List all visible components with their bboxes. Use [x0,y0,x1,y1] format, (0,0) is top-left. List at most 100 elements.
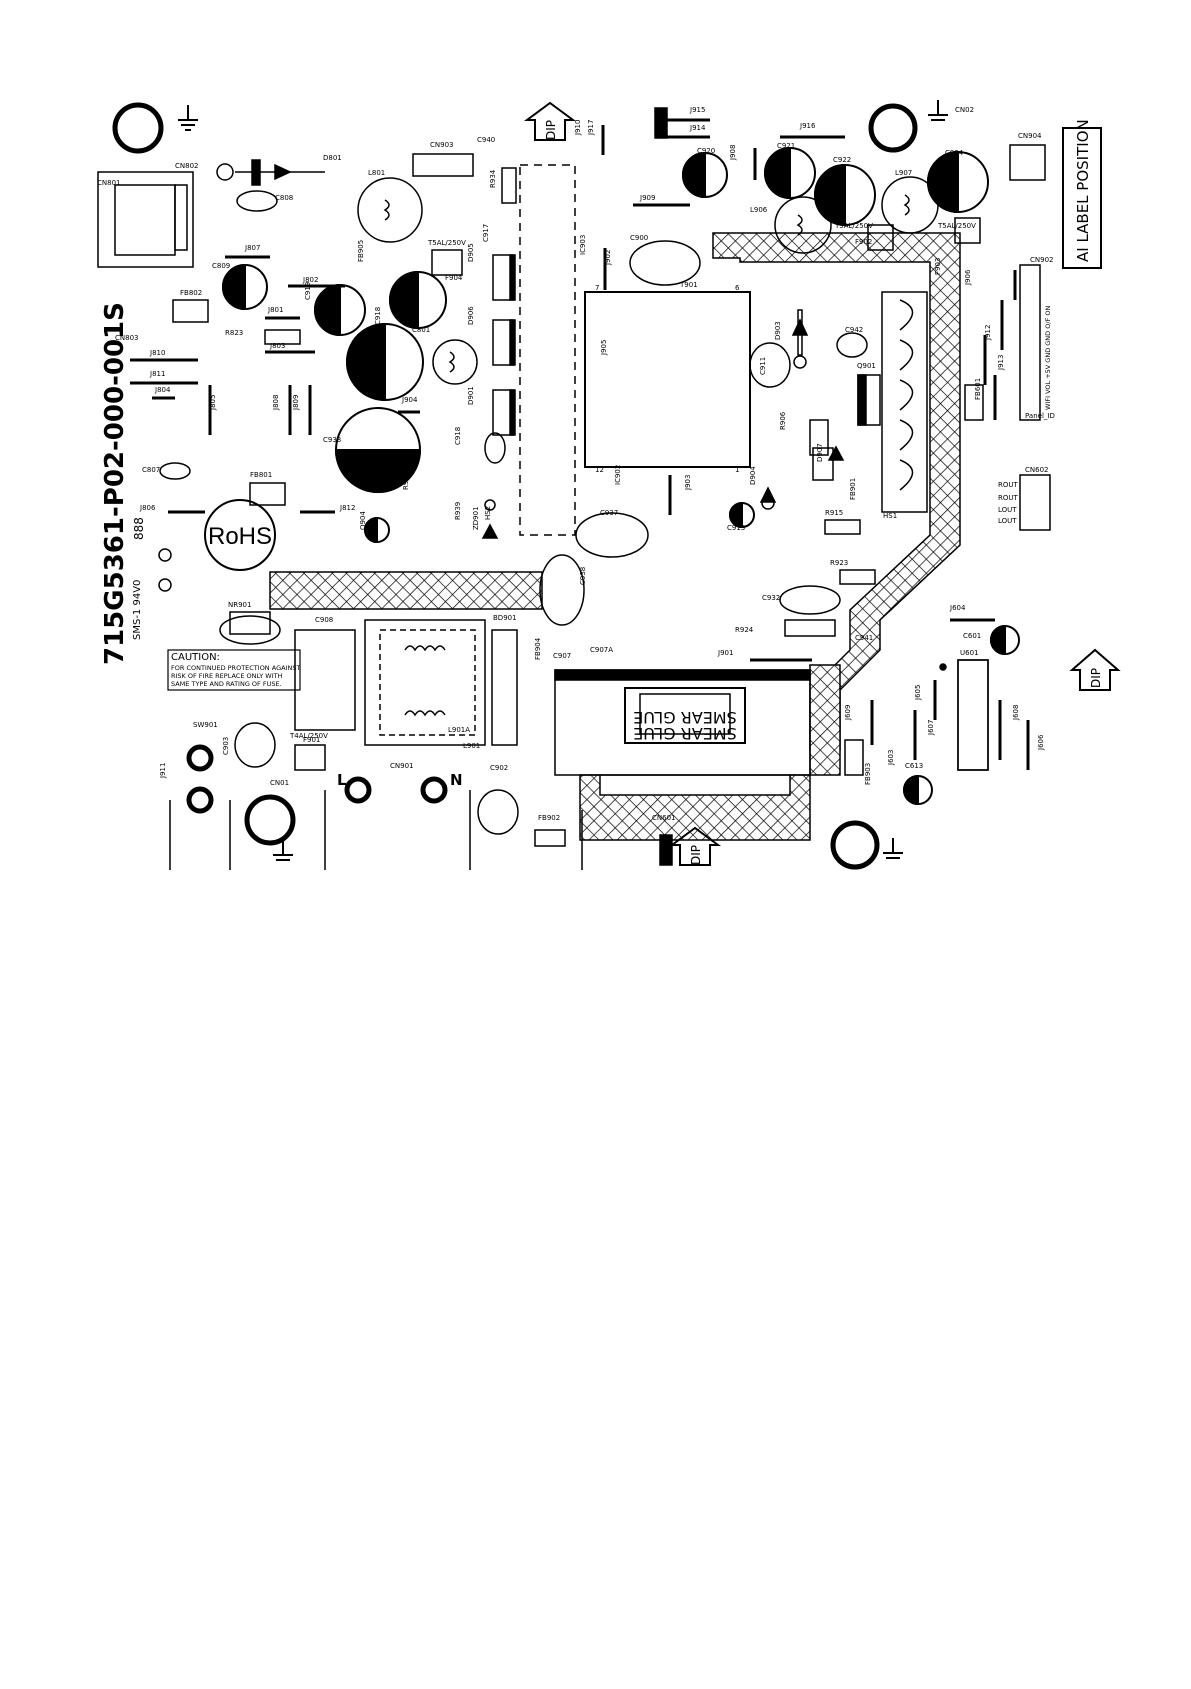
ref-d904: D904 [749,466,757,485]
board-part-number: 715G5361-P02-000-001S [100,302,130,665]
ref-c932: C932 [762,594,780,602]
ref-cn803: CN803 [115,334,139,342]
ref-j603: J603 [887,750,895,766]
ref-j606: J606 [1037,734,1045,751]
ref-r939: R939 [454,502,462,520]
ref-f901: F901 [303,736,320,744]
ref-c801: C801 [412,326,430,334]
ref-j604: J604 [949,604,966,612]
ref-zd901: ZD901 [472,506,480,530]
ref-cn901: CN901 [390,762,414,770]
ref-j811: J811 [149,370,165,378]
ref-l801: L801 [368,169,385,177]
ref-c902: C902 [490,764,508,772]
ref-t901: T901 [679,281,698,289]
mounting-hole [830,820,880,870]
ref-r934: R934 [489,169,497,188]
ref-j808: J808 [272,395,280,411]
ref-f902: F902 [855,238,872,246]
ref-r915: R915 [825,509,843,517]
caution-line-3: SAME TYPE AND RATING OF FUSE. [171,680,282,688]
ref-c934: C934 [945,149,964,157]
ref-sw901: SW901 [193,721,218,729]
ai-label-position-box: AI LABEL POSITION [1062,119,1102,269]
ref-c808: C808 [275,194,293,202]
ref-q901: Q901 [857,362,876,370]
ground-symbol [178,105,198,131]
ref-r904: R904 [402,471,410,490]
recycle-mark-2 [158,578,172,592]
ref-d901: D901 [467,386,475,405]
ref-fb902: FB902 [538,814,560,822]
ref-7: 7 [595,284,599,292]
ref-fb903: FB903 [864,763,872,785]
ref-cn01: CN01 [270,779,289,787]
ref-fb802: FB802 [180,289,202,297]
ref-ic903: IC903 [579,235,587,255]
ref-c907a: C907A [590,646,613,654]
transformer-t901 [519,164,751,536]
ref-panel-id: Panel_ID [1025,412,1055,420]
ref-c922: C922 [833,156,851,164]
ref-c933: C933 [323,436,341,444]
ref-c908: C908 [315,616,333,624]
ref-c807: C807 [142,466,160,474]
ref-r906: R906 [779,411,787,430]
ref-j802: J802 [302,276,318,284]
dip-arrow-icon-right: DIP [1069,648,1121,691]
jumpers [130,118,1030,770]
inductors [357,176,939,385]
ref-d907: D907 [816,443,824,462]
ref-r924: R924 [735,626,754,634]
ref-cn801: CN801 [97,179,121,187]
ref-6: 6 [735,284,740,292]
ref-nr901: NR901 [228,601,251,609]
mounting-hole [868,103,918,153]
ref-j914: J914 [689,124,706,132]
ref-j810: J810 [149,349,165,357]
rohs-logo: RoHS [204,499,276,571]
line-n-label: N [450,771,463,789]
ref-j911: J911 [159,763,167,779]
ref-fb801: FB801 [250,471,272,479]
ref-t5al-250v: T5AL/250V [427,239,466,247]
ref-d801: D801 [323,154,342,162]
ref-c918: C918 [374,307,382,325]
diodes [216,159,845,539]
ref-j908: J908 [729,145,737,161]
ref-j807: J807 [244,244,260,252]
ref-12: 12 [595,466,604,474]
power-devices [492,107,881,866]
caution-title: CAUTION: [171,652,220,663]
ref-t5al-250v: T5AL/250V [834,222,873,230]
ground-symbol [273,838,903,861]
ref-j609: J609 [844,705,852,721]
ref-c900: C900 [630,234,648,242]
ref-j917: J917 [587,120,595,136]
ref-j909: J909 [639,194,655,202]
ref-fb601: FB601 [974,378,982,400]
line-l-label: L [337,771,347,789]
ic-u601 [939,659,989,771]
ref-lout: LOUT [998,517,1017,525]
ref-j912: J912 [984,325,992,341]
ref-d903: D903 [774,321,782,340]
ref-j605: J605 [914,685,922,701]
ref-c941: C941 [855,634,873,642]
ref-cn02: CN02 [955,106,974,114]
ref-cn802: CN802 [175,162,199,170]
ref-l901: L901 [463,742,480,750]
ref-c921: C921 [777,142,795,150]
mounting-hole [244,794,296,846]
caution-box: CAUTION: FOR CONTINUED PROTECTION AGAINS… [167,649,301,691]
ref-c913: C913 [727,524,745,532]
ref-cn902: CN902 [1030,256,1054,264]
ground-symbol [928,100,948,121]
electrolytic-capacitors [222,146,1020,806]
ref-ic902: IC902 [614,465,622,485]
ref-j915: J915 [689,106,705,114]
ref-u601: U601 [960,649,978,657]
ref-j803: J803 [269,342,285,350]
ref-fb901: FB901 [849,478,857,500]
